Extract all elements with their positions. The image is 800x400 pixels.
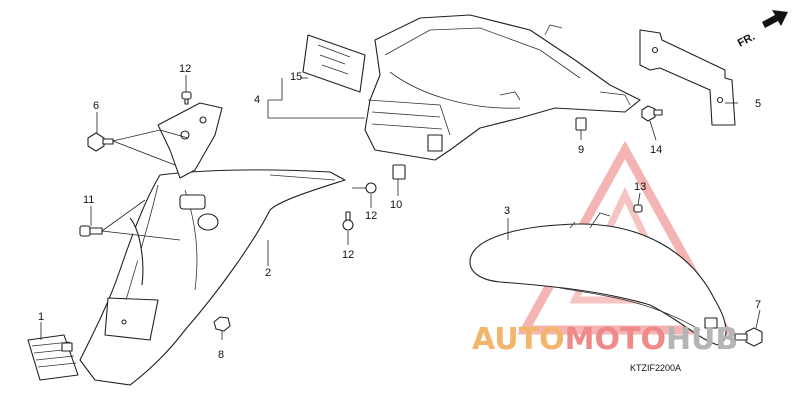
front-direction-indicator: FR. (736, 10, 788, 50)
under-tray-part (364, 14, 641, 161)
screw-13-icon (633, 204, 643, 213)
screw-12-top-icon (181, 91, 192, 105)
callout-12-right: 12 (365, 210, 377, 222)
callout-11: 11 (83, 194, 94, 206)
watermark-part-moto: MOTO (565, 322, 666, 357)
callout-12-lower: 12 (342, 249, 354, 261)
clip-9-icon (575, 117, 587, 131)
reflector-part (27, 334, 79, 381)
callout-1: 1 (38, 311, 44, 323)
screw-12-right-icon (365, 182, 377, 194)
watermark-part-hub: HUB (666, 322, 738, 357)
callout-15: 15 (290, 71, 302, 83)
callout-8: 8 (218, 349, 224, 361)
diagram-code: KTZIF2200A (630, 363, 681, 373)
fasteners (79, 91, 763, 347)
rear-fender-part (79, 169, 346, 386)
fender-bracket-part (157, 102, 223, 179)
callout-4: 4 (254, 94, 260, 106)
bolt-6-icon (87, 132, 114, 152)
caution-label-part (302, 34, 366, 93)
callout-7: 7 (755, 299, 761, 311)
bolt-7-icon (734, 327, 763, 347)
leader-lines (40, 75, 761, 340)
clip-10-icon (392, 164, 406, 180)
callout-6: 6 (93, 100, 99, 112)
direction-label: FR. (736, 31, 757, 50)
callout-5: 5 (755, 98, 761, 110)
mounting-plate-part (639, 29, 736, 126)
callout-12-top: 12 (179, 63, 191, 75)
screw-12-lower-icon (342, 211, 354, 231)
svg-text:AUTOMOTOHUB: AUTOMOTOHUB (472, 322, 738, 357)
callout-14: 14 (650, 144, 662, 156)
watermark-part-auto: AUTO (472, 322, 565, 357)
callout-labels: 1 2 3 4 5 6 7 8 9 10 11 12 12 12 13 14 1… (38, 63, 761, 361)
callout-9: 9 (578, 144, 584, 156)
bolt-14-icon (641, 105, 663, 122)
watermark-text: AUTOMOTOHUB (472, 322, 738, 357)
bolt-11-icon (79, 225, 103, 237)
callout-13: 13 (634, 181, 646, 193)
callout-3: 3 (504, 205, 510, 217)
callout-10: 10 (390, 199, 402, 211)
callout-2: 2 (265, 267, 271, 279)
splash-guard-part (469, 212, 727, 346)
nut-8-icon (213, 316, 231, 332)
front-arrow-icon (762, 10, 788, 28)
